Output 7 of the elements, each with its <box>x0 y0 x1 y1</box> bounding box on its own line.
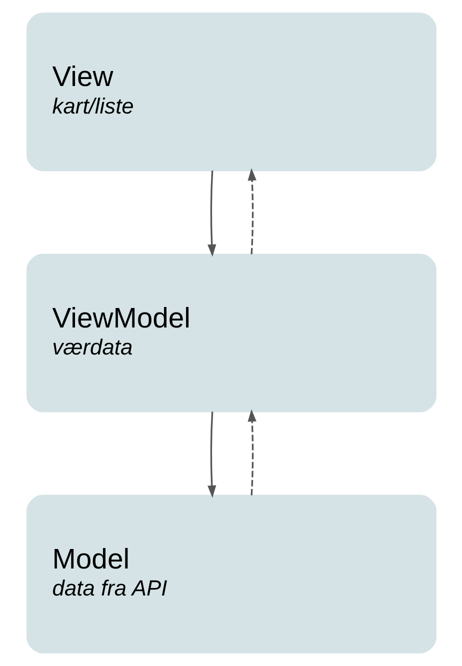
arrow <box>207 412 216 498</box>
node-box: ViewModel værdata <box>26 254 436 412</box>
node-box: Model data fra API <box>26 494 436 654</box>
arrow <box>247 409 256 496</box>
arrow <box>207 170 216 257</box>
arrow <box>247 168 256 254</box>
node-box: View kart/liste <box>26 12 436 172</box>
